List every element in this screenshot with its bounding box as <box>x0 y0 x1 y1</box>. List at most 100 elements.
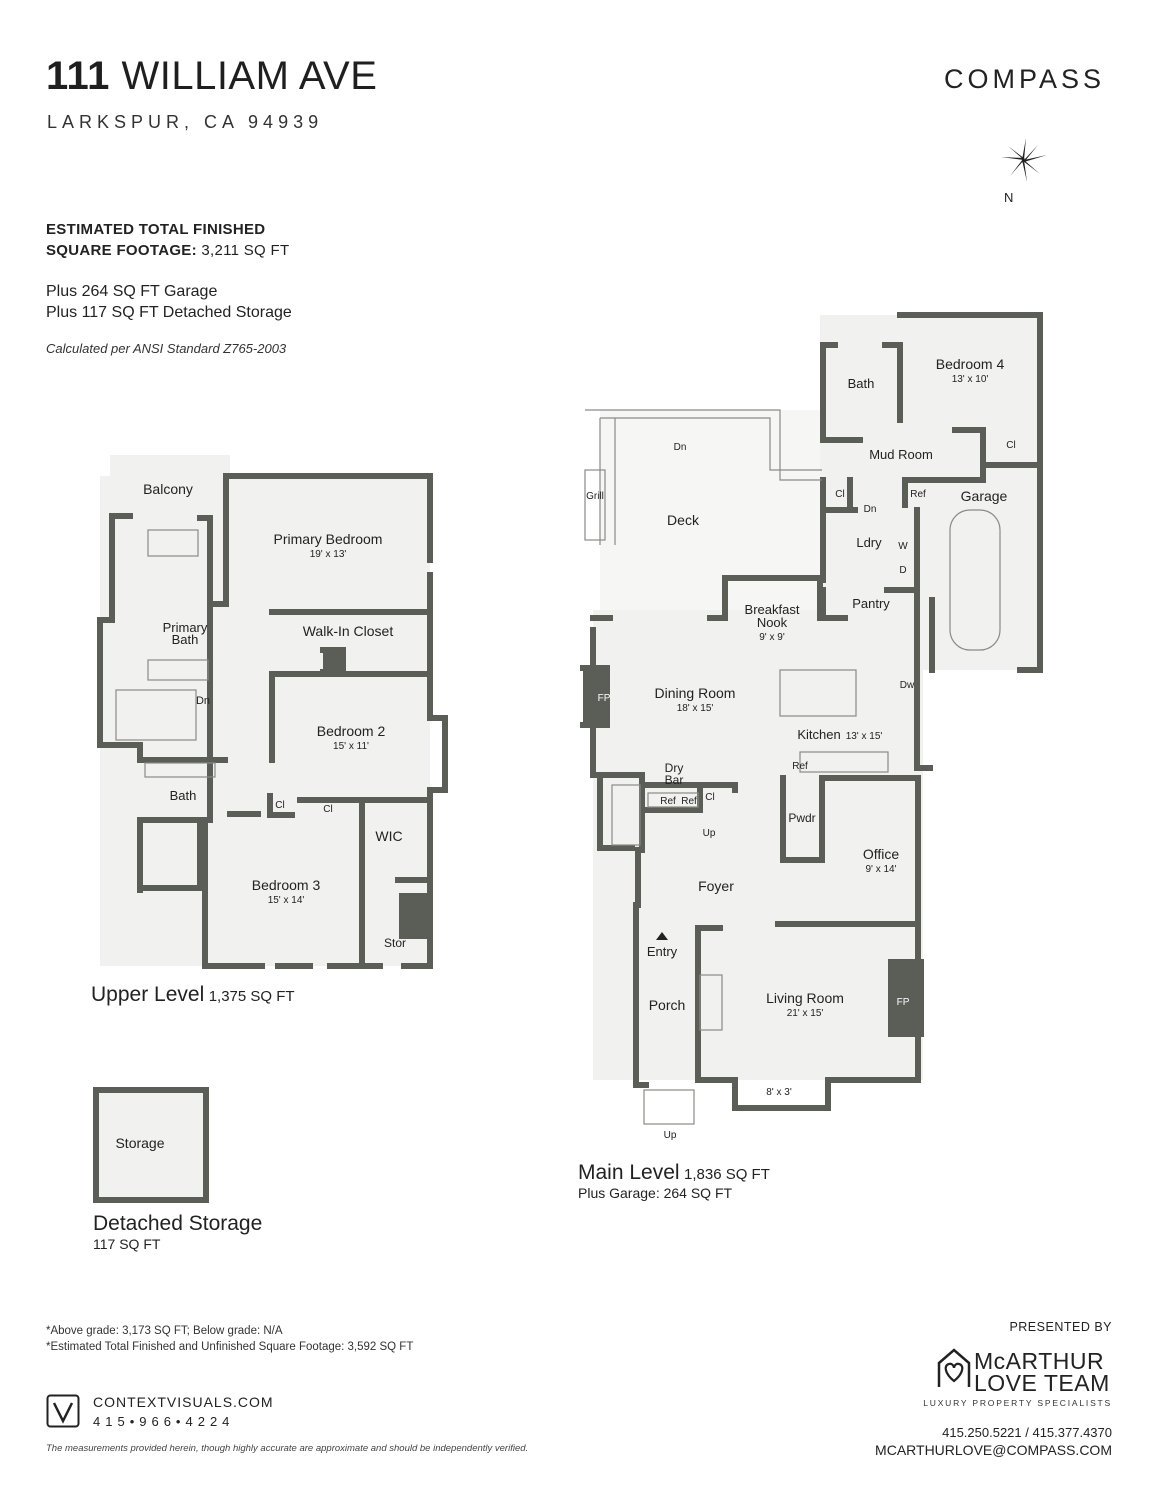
primary-bedroom-label: Primary Bedroom <box>274 531 383 547</box>
team-tagline: LUXURY PROPERTY SPECIALISTS <box>923 1398 1112 1408</box>
kitchen-label: Kitchen <box>797 727 840 742</box>
footnote-above-grade: *Above grade: 3,173 SQ FT; Below grade: … <box>46 1325 283 1337</box>
floor-fill <box>96 315 1040 1200</box>
primary-bath-label-2: Bath <box>172 632 199 647</box>
house-heart-logo-icon <box>937 1348 971 1387</box>
team-phone-numbers: 415.250.5221 / 415.377.4370 <box>942 1425 1112 1440</box>
washer-label: W <box>898 541 908 552</box>
upper-closet-2: Cl <box>323 804 332 815</box>
context-visuals-url[interactable]: CONTEXTVISUALS.COM <box>93 1394 274 1410</box>
living-room-label: Living Room <box>766 990 844 1006</box>
porch-label: Porch <box>649 997 686 1013</box>
upper-level-sqft: 1,375 SQ FT <box>208 988 295 1005</box>
living-room-dim: 21' x 15' <box>787 1008 824 1019</box>
foyer-label: Foyer <box>698 878 734 894</box>
detached-storage-room: Storage <box>115 1135 164 1151</box>
dishwasher-label: Dw <box>900 680 915 691</box>
garage-ref: Ref <box>910 489 926 500</box>
property-city: LARKSPUR, CA 94939 <box>47 112 324 132</box>
address-number: 111 <box>46 54 110 98</box>
upper-level-name: Upper Level <box>91 983 205 1006</box>
bedroom4-closet: Cl <box>1006 440 1015 451</box>
footnote-total: *Estimated Total Finished and Unfinished… <box>46 1341 414 1353</box>
dining-fireplace: FP <box>598 693 611 704</box>
team-name-line2: LOVE TEAM <box>974 1370 1110 1396</box>
storage-sqft: Plus 117 SQ FT Detached Storage <box>46 304 292 321</box>
breakfast-nook-label-1: Breakfast <box>745 602 800 617</box>
porch-up: Up <box>664 1130 677 1141</box>
bedroom2-dim: 15' x 11' <box>333 741 369 752</box>
main-stairs-up: Up <box>703 828 716 839</box>
upper-stairs-dn: Dn <box>196 695 210 707</box>
bar-ref-b: Ref <box>681 796 697 807</box>
main-level-title: Main Level 1,836 SQ FT Plus Garage: 264 … <box>578 1161 770 1201</box>
presented-by-label: PRESENTED BY <box>1009 1320 1112 1334</box>
total-sqft-heading: ESTIMATED TOTAL FINISHED SQUARE FOOTAGE:… <box>46 219 289 261</box>
bedroom2-label: Bedroom 2 <box>317 723 386 739</box>
fixtures <box>115 409 1001 1125</box>
mud-dn: Dn <box>864 504 877 515</box>
mud-room-label: Mud Room <box>869 447 933 462</box>
bay-dim: 8' x 3' <box>766 1087 792 1098</box>
brand-logo: COMPASS <box>944 64 1106 94</box>
garage-sqft: Plus 264 SQ FT Garage <box>46 283 218 300</box>
main-level-sqft: 1,836 SQ FT <box>684 1166 770 1183</box>
sqft-heading-line1: ESTIMATED TOTAL FINISHED <box>46 221 266 238</box>
bar-closet: Cl <box>705 792 714 803</box>
laundry-label: Ldry <box>856 535 882 550</box>
upper-closet-1: Cl <box>275 800 284 811</box>
grill-label: Grill <box>586 491 604 502</box>
office-dim: 9' x 14' <box>865 864 896 875</box>
wic-label: WIC <box>375 828 402 844</box>
primary-bath-label-1: Primary <box>163 620 208 635</box>
bedroom4-label: Bedroom 4 <box>936 356 1005 372</box>
entry-label: Entry <box>647 944 678 959</box>
measurement-disclaimer: The measurements provided herein, though… <box>46 1443 529 1454</box>
compass-rose-icon <box>1001 138 1047 182</box>
stor-label: Stor <box>384 936 406 950</box>
property-address: 111 WILLIAM AVE <box>46 54 377 99</box>
balcony-label: Balcony <box>143 481 193 497</box>
garage-label: Garage <box>961 488 1008 504</box>
sqft-total-value: 3,211 SQ FT <box>201 242 290 259</box>
deck-label: Deck <box>667 512 700 528</box>
bar-ref-a: Ref <box>660 796 676 807</box>
address-street: WILLIAM AVE <box>121 54 378 98</box>
dining-room-label: Dining Room <box>655 685 736 701</box>
bedroom3-dim: 15' x 14' <box>268 895 305 906</box>
main-level-name: Main Level <box>578 1161 680 1184</box>
north-label: N <box>1004 190 1014 205</box>
room-labels: Balcony Primary Bedroom 19' x 13' Primar… <box>115 356 1015 1151</box>
bedroom3-label: Bedroom 3 <box>252 877 321 893</box>
ansi-standard-note: Calculated per ANSI Standard Z765-2003 <box>46 341 287 356</box>
footnotes: *Above grade: 3,173 SQ FT; Below grade: … <box>46 1323 413 1355</box>
primary-bedroom-dim: 19' x 13' <box>310 549 347 560</box>
walls <box>93 312 1043 1203</box>
kitchen-ref: Ref <box>792 761 808 772</box>
sqft-heading-label: SQUARE FOOTAGE: <box>46 242 197 259</box>
detached-storage-sqft: 117 SQ FT <box>93 1236 161 1252</box>
team-name-line1: McARTHUR <box>974 1348 1105 1374</box>
breakfast-nook-label-2: Nook <box>757 615 788 630</box>
team-email[interactable]: MCARTHURLOVE@COMPASS.COM <box>875 1442 1112 1458</box>
dry-bar-label-2: Bar <box>665 773 684 787</box>
dry-bar-label-1: Dry <box>665 761 684 775</box>
upper-bath-label: Bath <box>170 788 197 803</box>
detached-storage-name: Detached Storage <box>93 1212 263 1235</box>
walk-in-closet-label: Walk-In Closet <box>303 623 394 639</box>
dryer-label: D <box>899 565 906 576</box>
office-label: Office <box>863 846 900 862</box>
main-level-garage: Plus Garage: 264 SQ FT <box>578 1185 733 1201</box>
deck-dn: Dn <box>674 442 687 453</box>
kitchen-dim: 13' x 15' <box>846 731 883 742</box>
additional-sqft: Plus 264 SQ FT Garage Plus 117 SQ FT Det… <box>46 281 292 323</box>
powder-label: Pwdr <box>788 811 815 825</box>
breakfast-nook-dim: 9' x 9' <box>759 632 785 643</box>
entry-arrow-icon <box>656 932 668 940</box>
main-bath-label: Bath <box>848 376 875 391</box>
living-fireplace: FP <box>897 997 910 1008</box>
dining-room-dim: 18' x 15' <box>677 703 714 714</box>
context-visuals-phone: 415•966•4224 <box>93 1414 235 1429</box>
detached-storage-title: Detached Storage 117 SQ FT <box>93 1212 262 1252</box>
bedroom4-dim: 13' x 10' <box>952 374 989 385</box>
